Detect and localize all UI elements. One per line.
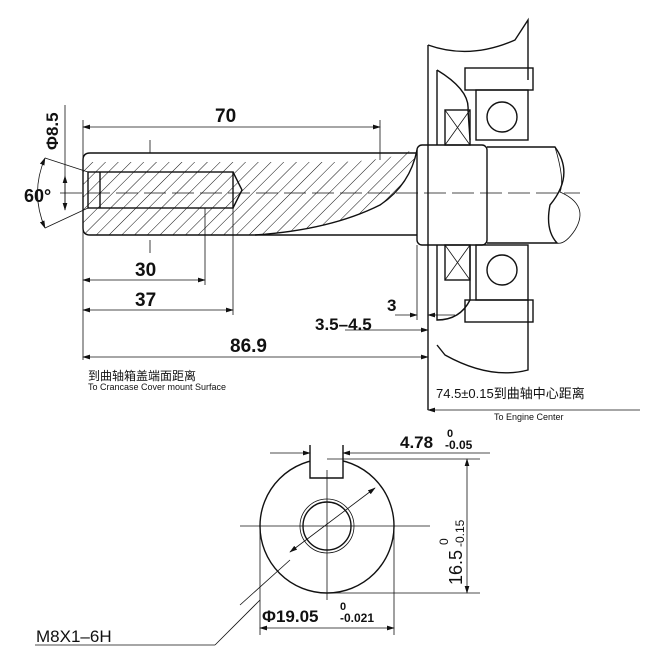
dim-key-width: 4.78 — [400, 433, 433, 452]
dim-3-5-4-5: 3.5–4.5 — [315, 315, 372, 334]
dim-dia-8-5: Φ8.5 — [43, 112, 62, 150]
note-center-en: To Engine Center — [494, 412, 564, 422]
dim-height: 16.5 — [446, 550, 466, 585]
dim-diameter: Φ19.05 — [262, 607, 319, 626]
side-dimensions: 70 30 37 86.9 3 3.5–4.5 Φ8.5 60° 到曲轴箱盖端面… — [24, 105, 640, 422]
note-center-cn: 74.5±0.15到曲轴中心距离 — [436, 386, 585, 401]
dim-height-lower: -0.15 — [453, 519, 467, 547]
thread-label: M8X1–6H — [36, 627, 112, 646]
dim-key-width-lower: -0.05 — [445, 438, 473, 452]
shaft-section-view: 4.78 0 -0.05 16.5 0 -0.15 Φ19.05 0 -0.02… — [35, 428, 490, 646]
dim-3: 3 — [387, 296, 396, 315]
dim-key-width-upper: 0 — [447, 428, 453, 440]
bearing-housing — [427, 17, 534, 410]
bearing-lower — [444, 244, 529, 301]
shaft-hatched-section — [83, 150, 417, 235]
bearing-upper — [444, 89, 529, 146]
note-cover-en: To Crancase Cover mount Surface — [88, 382, 226, 392]
dim-70: 70 — [215, 106, 236, 127]
note-cover-cn: 到曲轴箱盖端面距离 — [88, 368, 196, 383]
dim-86-9: 86.9 — [230, 336, 267, 357]
dim-37: 37 — [135, 290, 156, 311]
dim-diameter-lower: -0.021 — [340, 611, 374, 625]
dim-angle-60: 60° — [24, 186, 51, 206]
dim-diameter-upper: 0 — [340, 601, 346, 613]
dim-height-upper: 0 — [437, 538, 451, 545]
bore-hole — [87, 171, 234, 209]
dim-30: 30 — [135, 260, 156, 281]
shaft-side-view — [60, 140, 581, 253]
